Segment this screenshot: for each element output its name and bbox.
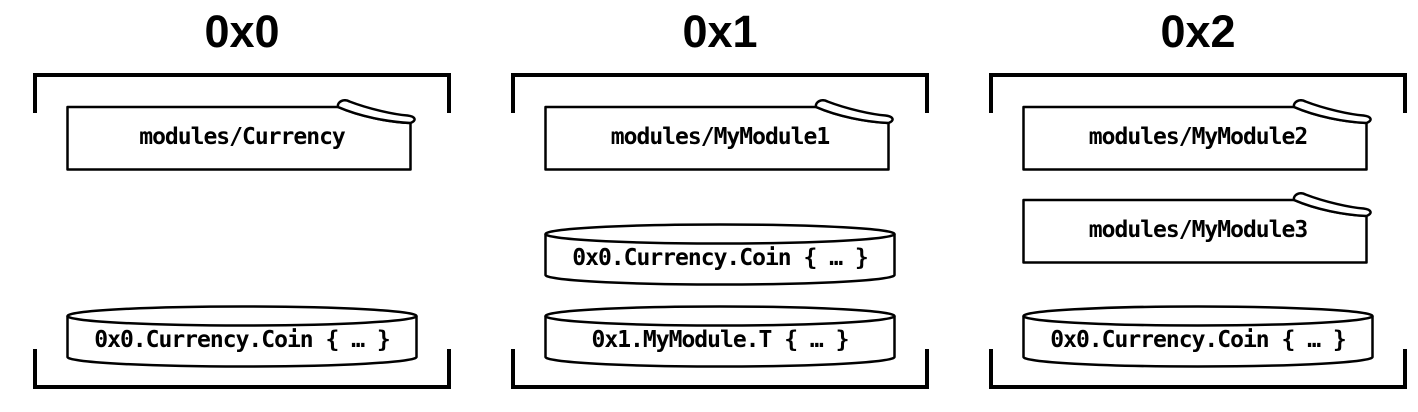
resource-cylinder: 0x0.Currency.Coin { … } (1022, 305, 1374, 369)
module-document-label: modules/MyModule1 (610, 124, 830, 150)
document-shape-icon (1022, 192, 1372, 264)
account-column-0x2: 0x2 modules/MyModule2 modules/MyModule3 … (989, 0, 1407, 412)
document-shape-icon (544, 99, 894, 171)
account-frame-top-bracket (989, 73, 1407, 113)
module-document-label: modules/MyModule3 (1088, 217, 1308, 243)
module-document-label: modules/Currency (139, 124, 346, 150)
resource-cylinder-label: 0x1.MyModule.T { … } (591, 327, 850, 353)
account-frame-top-bracket (511, 73, 929, 113)
cylinder-shape-icon (66, 305, 418, 368)
module-document: modules/MyModule3 (1022, 192, 1374, 264)
account-address-title: 0x0 (204, 6, 280, 57)
account-frame-bottom-bracket (989, 349, 1407, 389)
resource-cylinder-label: 0x0.Currency.Coin { … } (94, 327, 390, 353)
module-document: modules/MyModule1 (544, 99, 896, 171)
document-shape-icon (1022, 99, 1372, 171)
account-frame-bottom-bracket (33, 349, 451, 389)
cylinder-shape-icon (544, 305, 896, 368)
resource-cylinder: 0x0.Currency.Coin { … } (544, 223, 896, 287)
account-address-title: 0x2 (1160, 6, 1236, 57)
account-column-0x0: 0x0 modules/Currency 0x0.Currency.Coin {… (33, 0, 451, 412)
document-shape-icon (66, 99, 416, 171)
cylinder-shape-icon (544, 223, 896, 286)
account-frame-top-bracket (33, 73, 451, 113)
resource-cylinder-label: 0x0.Currency.Coin { … } (572, 245, 868, 271)
account-address-title: 0x1 (682, 6, 758, 57)
module-document: modules/Currency (66, 99, 418, 171)
cylinder-shape-icon (1022, 305, 1374, 368)
account-frame-bottom-bracket (511, 349, 929, 389)
resource-cylinder-label: 0x0.Currency.Coin { … } (1050, 327, 1346, 353)
account-column-0x1: 0x1 modules/MyModule1 0x0.Currency.Coin … (511, 0, 929, 412)
module-document-label: modules/MyModule2 (1088, 124, 1308, 150)
module-document: modules/MyModule2 (1022, 99, 1374, 171)
resource-cylinder: 0x0.Currency.Coin { … } (66, 305, 418, 369)
resource-cylinder: 0x1.MyModule.T { … } (544, 305, 896, 369)
